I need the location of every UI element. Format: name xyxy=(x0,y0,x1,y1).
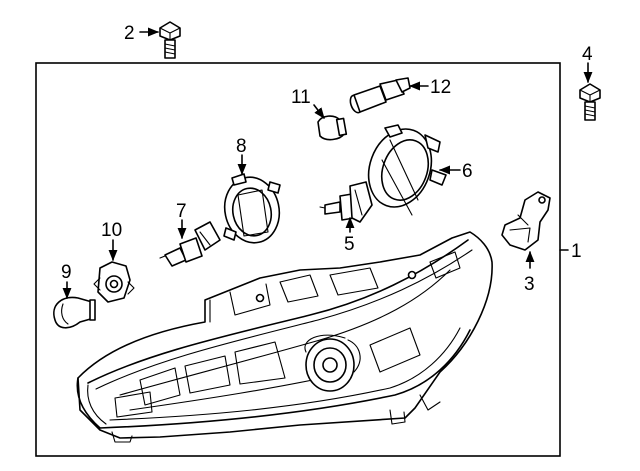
callout-4: 4 xyxy=(582,44,593,65)
callout-8: 8 xyxy=(236,136,247,157)
callout-3: 3 xyxy=(524,274,535,295)
callout-2: 2 xyxy=(124,23,135,44)
assembly-frame xyxy=(35,62,561,457)
callout-6: 6 xyxy=(462,161,473,182)
callout-5: 5 xyxy=(344,234,355,255)
part-8-socket-cover[interactable] xyxy=(219,172,286,248)
headlamp-assembly[interactable] xyxy=(76,231,493,443)
callout-9: 9 xyxy=(61,262,72,283)
callout-7: 7 xyxy=(176,201,187,222)
callout-11: 11 xyxy=(291,87,311,108)
part-7-bulb[interactable] xyxy=(159,221,221,267)
callout-1: 1 xyxy=(571,241,582,262)
part-11-bulb[interactable] xyxy=(317,115,348,141)
part-9-bulb[interactable] xyxy=(53,296,96,329)
part-5-bulb[interactable] xyxy=(319,181,373,223)
part-3-bracket[interactable] xyxy=(501,191,551,251)
callout-10: 10 xyxy=(101,220,122,241)
part-2-bolt[interactable] xyxy=(159,21,181,59)
callout-12: 12 xyxy=(430,77,451,98)
part-4-bolt[interactable] xyxy=(579,83,601,121)
leader-lines xyxy=(62,27,593,300)
part-12-socket[interactable] xyxy=(348,77,411,114)
part-10-socket[interactable] xyxy=(93,261,135,303)
